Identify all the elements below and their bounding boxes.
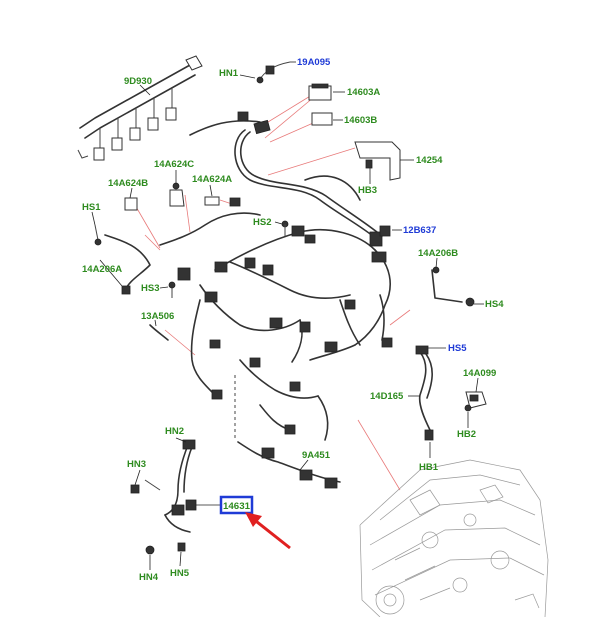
label-HB2: HB2 [457,429,476,440]
label-HS3: HS3 [141,283,159,294]
label-HB3: HB3 [358,185,377,196]
label-HS5: HS5 [448,343,467,354]
label-13A506: 13A506 [141,311,174,322]
label-HN1: HN1 [219,68,239,79]
label-HS1: HS1 [82,202,101,213]
label-HN2: HN2 [165,426,184,437]
label-HS4: HS4 [485,299,504,310]
label-HN5: HN5 [170,568,190,579]
label-14603B: 14603B [344,115,377,126]
label-14A206A: 14A206A [82,264,122,275]
label-9D930: 9D930 [124,76,152,87]
label-14254: 14254 [416,155,443,166]
red-arrow-icon [245,512,291,550]
label-14A624A: 14A624A [192,174,232,185]
label-12B637: 12B637 [403,225,436,236]
engine-block-illustration [359,459,549,617]
label-HN4: HN4 [139,572,159,583]
label-14A624B: 14A624B [108,178,148,189]
label-19A095: 19A095 [297,57,331,68]
label-14A624C: 14A624C [154,159,194,170]
label-14631: 14631 [223,501,251,512]
lower-harness-9A451 [130,375,341,555]
label-leader-lines [91,61,484,570]
highlight-box [219,495,254,515]
callout-labels: 9D930 HN1 19A095 14603A 14603B 14254 HB3… [82,57,504,583]
left-side-parts [94,182,289,341]
right-side-parts [256,61,487,441]
label-14D165: 14D165 [370,391,404,402]
label-HB1: HB1 [419,462,439,473]
fuel-injector-harness-9D930 [77,55,203,161]
label-9A451: 9A451 [302,450,331,461]
label-14A206B: 14A206B [418,248,458,259]
main-engine-harness [159,111,393,441]
highlighted-part-14631[interactable]: 14631 [219,495,254,515]
label-14A099: 14A099 [463,368,496,379]
label-HS2: HS2 [253,217,271,228]
label-14603A: 14603A [347,87,380,98]
label-HN3: HN3 [127,459,146,470]
